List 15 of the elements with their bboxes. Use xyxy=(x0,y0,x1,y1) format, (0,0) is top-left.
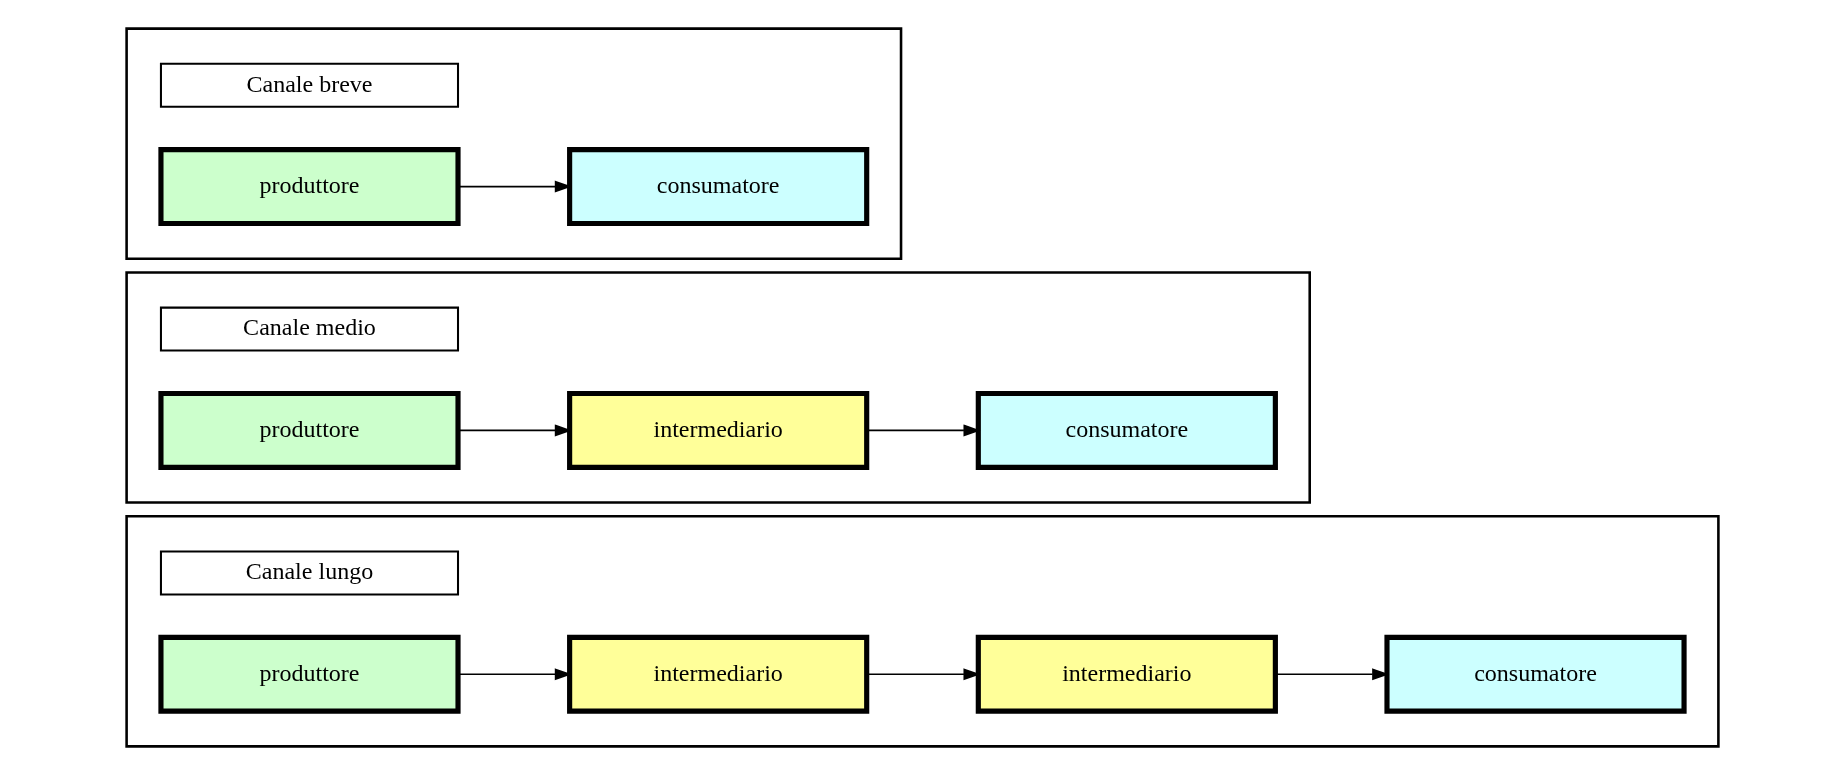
node-box: produttore xyxy=(158,634,461,714)
node-box: Canale breve xyxy=(159,62,460,108)
node-box: consumatore xyxy=(567,147,870,227)
node-box: consumatore xyxy=(1384,634,1687,714)
node-box: consumatore xyxy=(975,390,1278,470)
node-box: intermediario xyxy=(567,390,870,470)
cluster xyxy=(125,271,1311,504)
cluster xyxy=(125,515,1720,748)
node-box: produttore xyxy=(158,147,461,227)
cluster xyxy=(125,27,903,260)
node-box: intermediario xyxy=(567,634,870,714)
node-box: intermediario xyxy=(975,634,1278,714)
node-box: Canale medio xyxy=(159,306,460,352)
node-box: Canale lungo xyxy=(159,550,460,596)
node-box: produttore xyxy=(158,390,461,470)
